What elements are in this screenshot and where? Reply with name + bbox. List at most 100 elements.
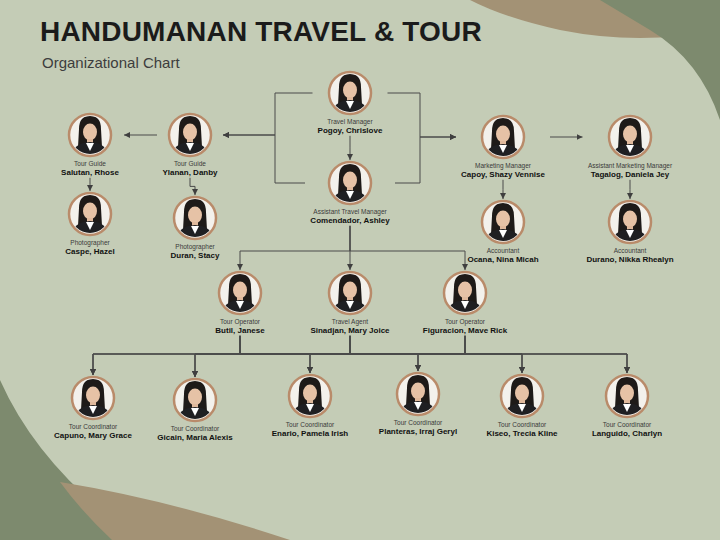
staff-name: Languido, Charlyn [592,429,662,439]
staff-name: Tagalog, Daniela Jey [591,170,670,180]
staff-photo [219,272,261,315]
role-title: Travel Agent [332,318,368,326]
staff-photo [501,375,543,418]
role-title: Tour Operator [445,318,485,326]
staff-name: Kiseo, Trecia Kline [486,429,557,439]
reporting-line [195,336,240,377]
staff-card: Tour CoordinatorLanguido, Charlyn [587,373,668,439]
staff-name: Enario, Pamela Irish [272,429,348,439]
role-title: Photographer [70,239,109,247]
reporting-line [350,136,351,160]
reporting-line [90,178,91,191]
staff-card: Tour CoordinatorPlanteras, Irraj Geryl [374,371,463,437]
chart-subtitle: Organizational Chart [42,54,180,71]
staff-name: Durano, Nikka Rhealyn [586,255,673,265]
staff-card: Assistant Travel ManagerComendador, Ashl… [305,160,395,226]
staff-photo [609,116,651,159]
role-title: Tour Guide [74,160,106,168]
photo-space [460,114,546,162]
staff-name: Capuno, Mary Grace [54,431,132,441]
photo-space [485,373,559,421]
photo-space [309,160,391,208]
background-shape [600,0,720,120]
role-title: Travel Manager [327,118,372,126]
staff-photo [72,377,114,420]
staff-card: PhotographerDuran, Stacy [166,195,225,261]
staff-name: Comendador, Ashley [310,216,389,226]
role-title: Tour Coordinator [498,421,546,429]
role-title: Marketing Manager [475,162,531,170]
photo-space [309,270,391,318]
staff-photo [69,193,111,236]
staff-photo [397,373,439,416]
photo-space [214,270,266,318]
staff-photo [329,162,371,205]
staff-name: Pogoy, Chrislove [318,126,383,136]
reporting-line [350,336,418,371]
reporting-line [550,137,583,138]
staff-card: Marketing ManagerCapoy, Shazy Vennise [456,114,550,180]
staff-card: PhotographerCaspe, Hazel [60,191,120,257]
photo-space [53,375,133,423]
photo-space [466,199,540,247]
reporting-line [93,336,465,375]
role-title: Accountant [614,247,647,255]
staff-name: Duran, Stacy [171,251,220,261]
staff-photo [606,375,648,418]
background-shape [60,482,290,540]
photo-space [378,371,459,419]
reporting-line [465,336,627,373]
staff-photo [329,272,371,315]
staff-card: Tour OperatorFiguracion, Mave Rick [418,270,513,336]
reporting-line [195,336,350,377]
chart-title: HANDUMANAN TRAVEL & TOUR [40,16,482,48]
role-title: Photographer [175,243,214,251]
photo-space [170,195,221,243]
photo-space [317,70,384,118]
staff-card: Tour CoordinatorGicain, Maria Alexis [152,377,238,443]
staff-photo [169,114,211,157]
role-title: Assistant Marketing Manager [588,162,672,170]
role-title: Tour Coordinator [69,423,117,431]
reporting-line [240,226,350,270]
staff-name: Ocana, Nina Micah [467,255,538,265]
reporting-line [223,135,305,183]
staff-card: Tour CoordinatorEnario, Pamela Irish [267,373,354,439]
staff-name: Ylanan, Danby [162,168,217,178]
reporting-line [350,226,465,270]
photo-space [156,377,234,425]
staff-card: AccountantOcana, Nina Micah [462,199,544,265]
reporting-line [418,336,465,371]
reporting-line [190,178,195,195]
photo-space [585,199,675,247]
staff-photo [69,114,111,157]
staff-photo [482,116,524,159]
photo-space [60,112,120,160]
staff-card: Tour OperatorButil, Janese [210,270,270,336]
staff-card: Assistant Marketing ManagerTagalog, Dani… [583,114,678,180]
staff-photo [174,379,216,422]
role-title: Tour Coordinator [603,421,651,429]
reporting-line [124,135,157,136]
reporting-line [395,137,456,183]
role-title: Accountant [487,247,520,255]
reporting-line [223,93,313,135]
reporting-line [310,336,465,373]
role-title: Tour Guide [174,160,206,168]
staff-photo [609,201,651,244]
role-title: Assistant Travel Manager [313,208,386,216]
staff-name: Caspe, Hazel [65,247,114,257]
staff-name: Sinadjan, Mary Joice [310,326,389,336]
photo-space [422,270,509,318]
photo-space [587,114,674,162]
staff-card: AccountantDurano, Nikka Rhealyn [581,199,679,265]
photo-space [64,191,116,239]
staff-photo [444,272,486,315]
staff-name: Gicain, Maria Alexis [157,433,232,443]
reporting-line [388,93,457,137]
staff-photo [289,375,331,418]
reporting-line [240,336,418,371]
